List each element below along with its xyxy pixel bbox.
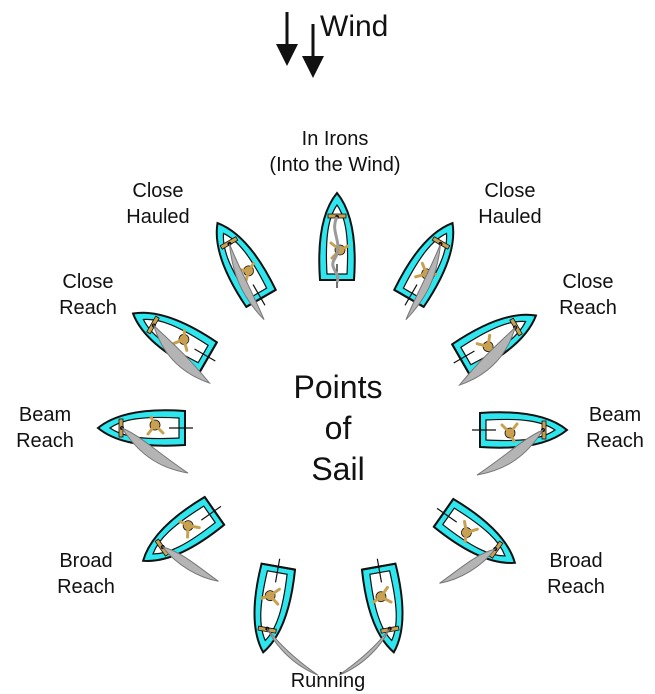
- boat-close-reach-right: [443, 298, 547, 387]
- label-line: Hauled: [478, 206, 542, 228]
- label-in-irons: In Irons (Into the Wind): [250, 126, 420, 178]
- boat-broad-reach-left: [131, 490, 233, 582]
- label-line: Close: [484, 180, 536, 202]
- label-close-hauled-right: Close Hauled: [460, 178, 560, 230]
- label-line: (Into the Wind): [269, 154, 401, 176]
- wind-label: Wind: [320, 10, 389, 43]
- boat-close-reach-left: [122, 296, 226, 385]
- wind-arrow-icon: [276, 44, 298, 66]
- boat-running-left: [244, 554, 319, 676]
- wind-arrows: [276, 12, 324, 78]
- boat-beam-reach-right: [470, 410, 569, 476]
- label-line: Close: [562, 271, 614, 293]
- label-line: Reach: [559, 297, 617, 319]
- title-line-3: Sail: [311, 451, 365, 487]
- label-line: In Irons: [301, 128, 369, 150]
- label-line: Running: [290, 670, 366, 692]
- boat-broad-reach-right: [425, 492, 527, 584]
- diagram-title: Points of Sail: [268, 367, 408, 490]
- label-line: Reach: [586, 430, 644, 452]
- label-close-hauled-left: Close Hauled: [108, 178, 208, 230]
- title-line-2: of: [324, 410, 352, 446]
- label-line: Reach: [59, 297, 117, 319]
- label-line: Reach: [547, 576, 605, 598]
- label-line: Beam: [18, 404, 72, 426]
- label-line: Close: [62, 271, 114, 293]
- boat-close-hauled-left: [200, 212, 282, 321]
- label-line: Close: [132, 180, 184, 202]
- label-line: Reach: [16, 430, 74, 452]
- label-broad-reach-right: Broad Reach: [526, 548, 626, 600]
- boat-in-irons: [317, 191, 357, 290]
- label-close-reach-left: Close Reach: [38, 269, 138, 321]
- label-line: Hauled: [126, 206, 190, 228]
- label-broad-reach-left: Broad Reach: [36, 548, 136, 600]
- wind-arrow-icon: [302, 56, 324, 78]
- label-running: Running: [268, 668, 388, 694]
- boat-running-right: [338, 554, 413, 676]
- label-line: Reach: [57, 576, 115, 598]
- title-line-1: Points: [293, 369, 383, 405]
- label-line: Broad: [59, 550, 113, 572]
- label-beam-reach-left: Beam Reach: [0, 402, 90, 454]
- label-line: Broad: [549, 550, 603, 572]
- boat-beam-reach-left: [96, 408, 195, 474]
- boat-close-hauled-right: [388, 212, 470, 321]
- label-close-reach-right: Close Reach: [538, 269, 638, 321]
- label-beam-reach-right: Beam Reach: [575, 402, 655, 454]
- label-line: Beam: [588, 404, 642, 426]
